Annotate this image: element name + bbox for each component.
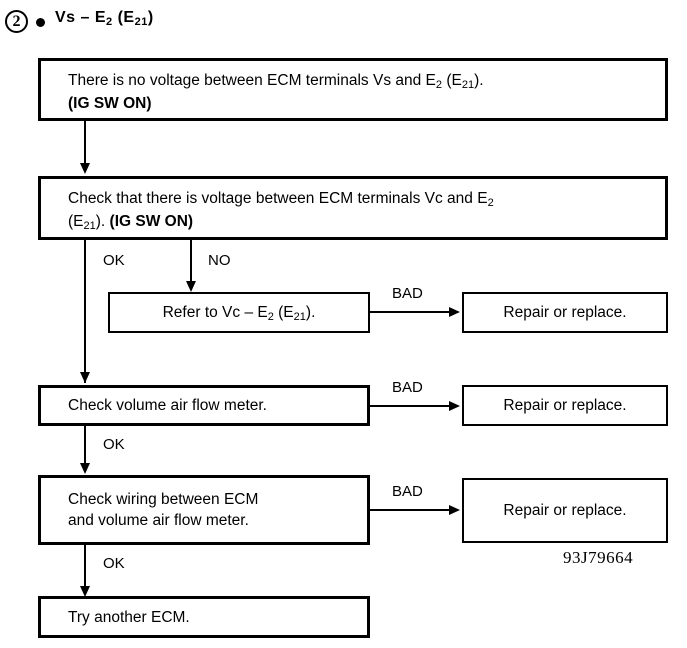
connector-check-wiring-ok: [84, 545, 86, 590]
box-check-meter-text: Check volume air flow meter.: [68, 397, 267, 414]
box-repair-3: [462, 478, 668, 543]
edge-label-bad-1: BAD: [392, 285, 423, 302]
arrow-check-meter-ok-to-check-wiring: [80, 463, 90, 474]
box-refer-vc: [108, 292, 370, 333]
page-title: Vs – E2 (E21): [55, 9, 154, 28]
box-check-wiring: [38, 475, 370, 545]
box-check-wiring-text: Check wiring between ECM and volume air f…: [68, 489, 368, 531]
connector-check-vc-no: [190, 240, 192, 282]
box-refer-vc-text-b: (E: [273, 304, 294, 321]
edge-label-no-1: NO: [208, 252, 231, 269]
box-repair-1-text: Repair or replace.: [503, 304, 627, 321]
box-symptom-line1-a: There is no voltage between ECM terminal…: [68, 72, 436, 89]
box-symptom-line1-b: (E: [442, 72, 462, 89]
page-title-suffix: ): [147, 9, 154, 26]
box-check-vc-line1-a: Check that there is voltage between ECM …: [68, 190, 488, 207]
connector-check-meter-ok: [84, 426, 86, 466]
arrow-symptom-to-check-vc: [80, 163, 90, 174]
edge-label-ok-3: OK: [103, 555, 125, 572]
box-refer-vc-sub2: 21: [293, 311, 306, 323]
box-symptom-line1-c: ).: [474, 72, 484, 89]
box-repair-2-text: Repair or replace.: [503, 397, 627, 414]
connector-check-vc-ok-spine: [84, 240, 86, 383]
page-title-prefix: Vs – E: [55, 9, 107, 26]
box-repair-3-text: Repair or replace.: [503, 502, 627, 519]
box-check-vc: [38, 176, 668, 240]
box-symptom-line1-sub2: 21: [461, 79, 475, 91]
page-title-mid: (E: [112, 9, 135, 26]
box-refer-vc-text: Refer to Vc – E2 (E21).: [108, 302, 370, 325]
bullet-icon: [36, 18, 45, 27]
box-check-vc-line2-b: ).: [95, 213, 110, 230]
box-refer-vc-text-c: ).: [305, 304, 316, 321]
box-check-vc-line2-a: (E: [68, 213, 84, 230]
connector-check-wiring-bad: [370, 509, 455, 511]
step-number-badge: 2: [5, 10, 28, 33]
edge-label-bad-2: BAD: [392, 379, 423, 396]
box-check-wiring-line2: and volume air flow meter.: [68, 512, 249, 529]
arrow-check-vc-ok-to-check-meter: [80, 372, 90, 383]
box-try-ecm: [38, 596, 370, 638]
figure-code: 93J79664: [563, 548, 634, 567]
arrow-check-wiring-ok-to-try-ecm: [80, 586, 90, 597]
edge-label-ok-2: OK: [103, 436, 125, 453]
arrow-check-wiring-bad-to-repair-3: [449, 505, 460, 515]
box-check-vc-text: Check that there is voltage between ECM …: [68, 188, 663, 234]
edge-label-ok-1: OK: [103, 252, 125, 269]
box-check-meter: [38, 385, 370, 426]
connector-refer-vc-bad: [370, 311, 455, 313]
box-check-vc-line2-bold: (IG SW ON): [109, 213, 194, 230]
connector-check-meter-bad: [370, 405, 455, 407]
box-check-vc-line2-sub: 21: [83, 220, 96, 232]
arrow-refer-vc-bad-to-repair-1: [449, 307, 460, 317]
box-try-ecm-text: Try another ECM.: [68, 609, 190, 626]
connector-symptom-to-check-vc: [84, 121, 86, 165]
arrow-check-vc-no-to-refer-vc: [186, 281, 196, 292]
box-refer-vc-text-a: Refer to Vc – E: [162, 304, 268, 321]
box-check-wiring-line1: Check wiring between ECM: [68, 491, 259, 508]
box-refer-vc-sub1: 2: [267, 311, 274, 323]
page-title-sub-1: 2: [106, 16, 113, 28]
box-symptom-line2: (IG SW ON): [68, 95, 152, 112]
box-check-vc-line1-sub: 2: [487, 197, 494, 209]
page-title-sub-2: 21: [134, 16, 148, 28]
box-symptom-text: There is no voltage between ECM terminal…: [68, 70, 658, 114]
box-repair-2: [462, 385, 668, 426]
box-symptom-line1-sub1: 2: [435, 79, 443, 91]
box-repair-1: [462, 292, 668, 333]
edge-label-bad-3: BAD: [392, 483, 423, 500]
arrow-check-meter-bad-to-repair-2: [449, 401, 460, 411]
box-symptom: [38, 58, 668, 121]
